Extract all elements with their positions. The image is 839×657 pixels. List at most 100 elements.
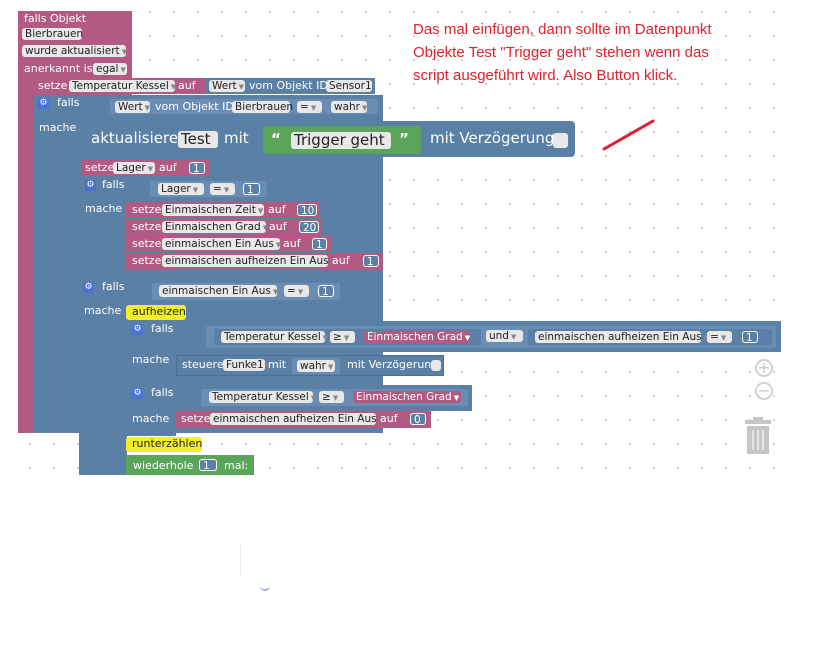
set-value[interactable]: 10 (297, 204, 317, 217)
divider (240, 545, 241, 575)
if3-value[interactable]: 1 (318, 285, 334, 298)
control-target[interactable]: Funke1▼ (223, 359, 271, 371)
update-target[interactable]: Test (178, 131, 218, 148)
set-temp-block[interactable]: setze Temperatur Kessel▼ auf (33, 78, 205, 94)
if1-value-dropdown[interactable]: Wert▼ (115, 101, 150, 113)
if3-var[interactable]: einmaischen Ein Aus▼ (159, 285, 278, 297)
comment-aufheizen[interactable]: aufheizen (126, 305, 186, 320)
if4-left[interactable]: Temperatur Kessel▼ (221, 331, 328, 343)
control-delay: mit Verzögerung (347, 358, 439, 371)
set-var[interactable]: Einmaischen Grad▼ (162, 221, 268, 233)
text-value[interactable]: Trigger geht (291, 132, 391, 149)
if1-condition: Wert▼ vom Objekt ID Bierbrauen =▼ wahr▼ (110, 99, 378, 114)
annotation-stroke (602, 119, 655, 151)
trigger-object[interactable]: Bierbrauen (22, 28, 83, 40)
set-value[interactable]: 1 (363, 255, 379, 268)
text-block[interactable]: “ Trigger geht ” (263, 126, 421, 154)
if4-label: falls (151, 322, 174, 335)
if3-label: falls (102, 280, 125, 293)
if4-op[interactable]: ≥▼ (330, 331, 355, 343)
set-value[interactable]: 1 (312, 238, 327, 251)
trigger-event-dropdown[interactable]: wurde aktualisiert▼ (22, 45, 127, 57)
update-block[interactable]: aktualisiere Test mit “ Trigger geht ” m… (81, 121, 575, 157)
set-lager-var[interactable]: Lager▼ (113, 162, 155, 174)
if1-object-id[interactable]: Bierbrauen (232, 101, 293, 113)
of-object-label: vom Objekt ID (249, 79, 328, 92)
if-block-4[interactable]: ⚙ falls Temperatur Kessel▼ ≥▼ Einmaische… (126, 321, 781, 352)
set-to: auf (269, 220, 287, 233)
trigger-label: falls Objekt (24, 12, 87, 25)
if2-value[interactable]: 1 (243, 183, 260, 196)
control-value[interactable]: wahr▼ (297, 360, 335, 372)
if2-op[interactable]: =▼ (210, 183, 235, 195)
if5-do: mache (132, 412, 170, 425)
object-id-sensor[interactable]: Sensor1 (326, 80, 372, 92)
set-label: setze (132, 203, 162, 216)
repeat-block[interactable]: wiederhole 1 mal: (126, 455, 254, 475)
if3-op[interactable]: =▼ (284, 285, 309, 297)
if-block-5[interactable]: ⚙ falls Temperatur Kessel▼ ≥▼ Einmaische… (126, 385, 472, 411)
if-block-3[interactable]: ⚙ falls mache (79, 279, 127, 475)
zoom-in-icon[interactable]: + (755, 359, 773, 377)
set-var[interactable]: einmaischen Ein Aus▼ (162, 238, 281, 250)
gear-icon[interactable]: ⚙ (85, 180, 96, 191)
set-row-4[interactable]: setze einmaischen aufheizen Ein Aus▼ auf… (126, 253, 383, 270)
update-with: mit (224, 129, 249, 147)
control-block[interactable]: steuere Funke1▼ mit wahr▼ mit Verzögerun… (176, 355, 444, 376)
comment-text: runterzählen (132, 437, 203, 450)
if4-op2[interactable]: =▼ (707, 331, 732, 343)
if5-left[interactable]: Temperatur Kessel▼ (209, 391, 316, 403)
control-value-slot: wahr▼ (292, 358, 340, 374)
set-var[interactable]: einmaischen aufheizen Ein Aus▼ (162, 255, 336, 267)
if5-op[interactable]: ≥▼ (319, 391, 344, 403)
if4-value2[interactable]: 1 (742, 331, 758, 344)
if4-compare: Temperatur Kessel▼ ≥▼ Einmaischen Grad▼ (214, 329, 481, 345)
if4-compare-2: einmaischen aufheizen Ein Aus▼ =▼ 1 (528, 329, 772, 345)
update-delay-label: mit Verzögerung (430, 129, 555, 147)
gear-icon[interactable]: ⚙ (38, 98, 49, 109)
scroll-indicator (260, 584, 270, 591)
set-temp-var[interactable]: Temperatur Kessel▼ (69, 80, 176, 92)
gear-icon[interactable]: ⚙ (83, 282, 94, 293)
repeat-value[interactable]: 1 (199, 459, 217, 472)
set-row-3[interactable]: setze einmaischen Ein Aus▼ auf 1 (126, 236, 331, 252)
if4-var2[interactable]: einmaischen aufheizen Ein Aus▼ (535, 331, 709, 343)
set-label: setze (132, 254, 162, 267)
value-dropdown[interactable]: Wert▼ (209, 80, 245, 92)
update-label: aktualisiere (91, 129, 179, 147)
set-heat-block[interactable]: setze einmaischen aufheizen Ein Aus▼ auf… (176, 411, 431, 428)
ack-dropdown[interactable]: egal▼ (93, 63, 127, 75)
if4-right[interactable]: Einmaischen Grad▼ (364, 331, 470, 343)
set-value[interactable]: 20 (299, 221, 319, 234)
if2-var[interactable]: Lager▼ (158, 183, 204, 195)
set-heat-value[interactable]: 0 (410, 413, 426, 426)
set-row-2[interactable]: setze Einmaischen Grad▼ auf 20 (126, 219, 322, 235)
comment-runterzaehlen[interactable]: runterzählen (126, 437, 202, 452)
if4-and-dropdown[interactable]: und▼ (486, 330, 523, 342)
gear-icon[interactable]: ⚙ (132, 388, 143, 399)
control-delay-checkbox[interactable] (431, 360, 441, 371)
gear-icon[interactable]: ⚙ (132, 324, 143, 335)
set-var[interactable]: Einmaischen Zeit▼ (162, 204, 264, 216)
if5-condition: Temperatur Kessel▼ ≥▼ Einmaischen Grad▼ (201, 389, 468, 406)
if1-bool-dropdown[interactable]: wahr▼ (331, 101, 367, 113)
set-lager-to: auf (159, 161, 177, 174)
comment-text: aufheizen (132, 305, 186, 318)
ack-label: anerkannt ist (24, 62, 97, 75)
trash-icon[interactable] (743, 417, 773, 455)
if4-do: mache (132, 353, 170, 366)
delay-checkbox[interactable] (553, 133, 568, 148)
set-row-1[interactable]: setze Einmaischen Zeit▼ auf 10 (126, 202, 320, 218)
if1-op-dropdown[interactable]: =▼ (297, 101, 322, 113)
set-heat-label: setze (181, 412, 211, 425)
set-lager-value[interactable]: 1 (189, 162, 205, 175)
set-temp-label: setze (38, 79, 68, 92)
if5-right[interactable]: Einmaischen Grad▼ (353, 391, 461, 403)
set-heat-var[interactable]: einmaischen aufheizen Ein Aus▼ (210, 413, 384, 425)
set-to: auf (268, 203, 286, 216)
zoom-out-icon[interactable]: − (755, 382, 773, 400)
if-block-2[interactable]: ⚙ falls mache (81, 177, 129, 273)
set-lager-block[interactable]: setze Lager▼ auf 1 (81, 160, 209, 176)
if2-do: mache (85, 202, 123, 215)
value-of-object-block[interactable]: Wert▼ vom Objekt ID Sensor1 (205, 78, 375, 94)
